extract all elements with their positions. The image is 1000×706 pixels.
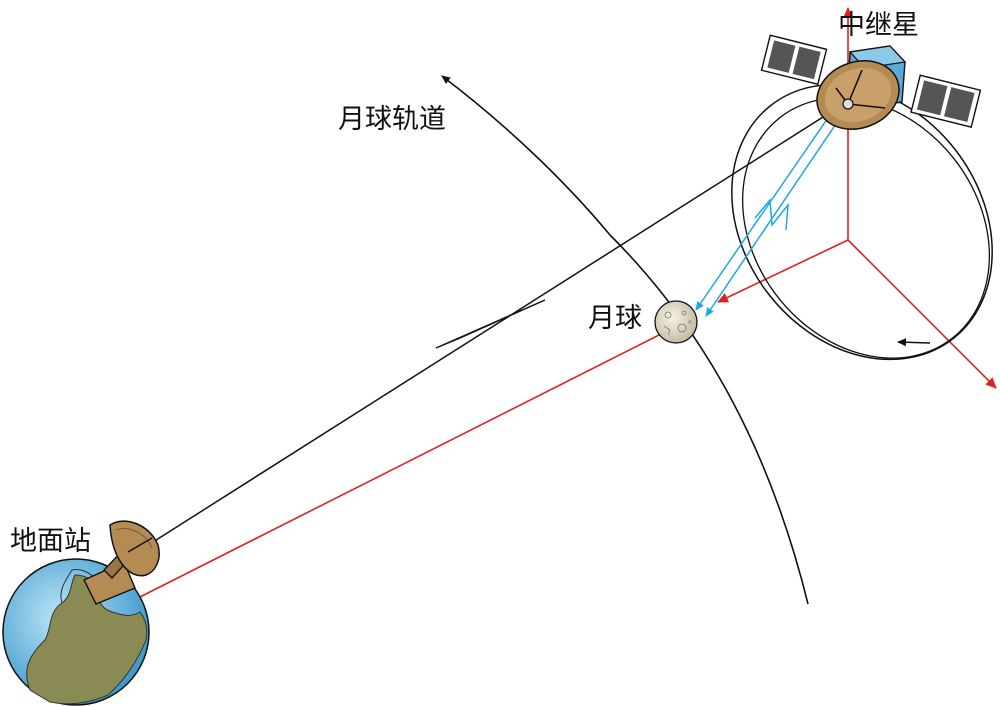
moon-label: 月球: [588, 303, 642, 334]
ground-station-dish-icon: [83, 520, 160, 605]
satellite-icon: [760, 34, 982, 130]
moon-orbit-label: 月球轨道: [338, 104, 446, 135]
blue-signal-links: [695, 103, 850, 317]
moon-icon: [654, 300, 698, 344]
earth-moon-line: [137, 331, 666, 599]
ground-station-label: 地面站: [10, 526, 91, 557]
red-axis-diagonal: [847, 239, 997, 389]
ground-relay-link: [144, 104, 843, 550]
break-mark: [435, 299, 546, 349]
moon-orbit-arc: [441, 75, 809, 605]
relay-satellite-label: 中继星: [838, 10, 919, 41]
